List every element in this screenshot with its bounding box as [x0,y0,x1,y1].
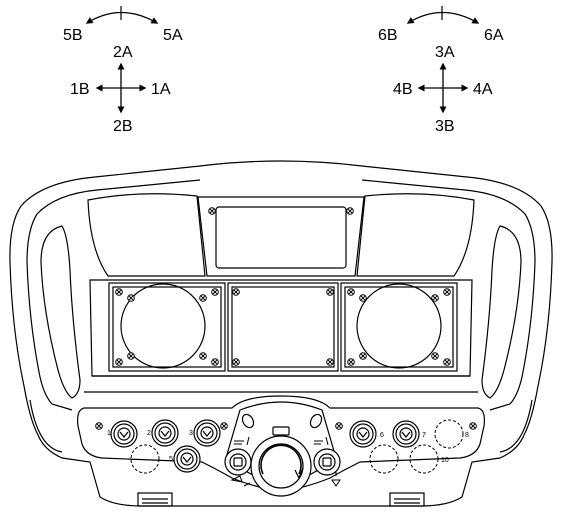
right-foot [389,492,425,507]
switch-number-10: 10 [441,457,449,464]
right-joystick-legend: 6B 6A 3A 4B 4A 3B [378,6,504,135]
label-6a: 6A [484,27,504,44]
label-2b: 2B [113,118,133,135]
switch-number-8: 8 [465,432,469,439]
left-joystick-opening [120,283,206,369]
switch-number-labels: 1 2 3 5 6 7 8 10 [107,430,469,464]
toggle-switch-2[interactable] [151,419,179,447]
label-2a: 2A [113,44,133,61]
left-key-switch [224,448,252,476]
right-handle-slot [481,225,522,399]
lower-panel [77,395,485,491]
left-foot [137,492,173,507]
left-wing [87,193,206,277]
inner-shell [26,179,536,411]
switch-group [110,419,464,474]
right-joystick-mount [340,282,458,372]
toggle-switch-7[interactable] [392,420,420,448]
label-1b: 1B [70,81,90,98]
toggle-switch-6[interactable] [349,420,377,448]
label-3a: 3A [435,44,455,61]
empty-slot-9 [369,444,399,474]
switch-number-6: 6 [380,432,384,439]
left-cross-arrows [95,62,147,114]
switch-number-2: 2 [147,430,151,437]
switch-number-5: 5 [169,456,173,463]
outer-shell [9,160,553,507]
label-6b: 6B [378,27,398,44]
right-indicator-lens [309,413,323,429]
switch-number-3: 3 [189,430,193,437]
center-blank-panel [227,282,339,372]
empty-slot-8 [434,419,464,449]
remote-control-body [9,160,553,507]
center-controls [224,413,341,497]
left-joystick-mount [108,282,226,372]
label-4a: 4A [473,81,493,98]
left-indicator-lens [241,413,255,429]
empty-slot-10 [409,444,439,474]
right-cross-arrows [417,62,469,114]
toggle-switch-1[interactable] [110,420,138,448]
main-panel [89,279,473,377]
display-window [215,206,347,269]
right-rotation-arrow [406,11,480,24]
label-4b: 4B [393,81,413,98]
toggle-switch-3[interactable] [193,419,221,447]
label-1a: 1A [151,81,171,98]
switch-number-7: 7 [422,432,426,439]
empty-slot-4 [130,444,160,474]
left-handle-slot [40,225,81,399]
toggle-switch-5[interactable] [173,445,201,473]
display-hood [197,196,365,277]
right-wing [356,193,475,277]
left-rotation-arrow [85,11,159,24]
display-screws [208,207,354,215]
right-key-switch [313,448,341,476]
label-5b: 5B [63,27,83,44]
right-joystick-opening [356,283,442,369]
left-joystick-legend: 5B 5A 2A 1B 1A 2B [63,6,183,135]
switch-number-1: 1 [107,430,111,437]
label-5a: 5A [163,27,183,44]
label-3b: 3B [435,118,455,135]
